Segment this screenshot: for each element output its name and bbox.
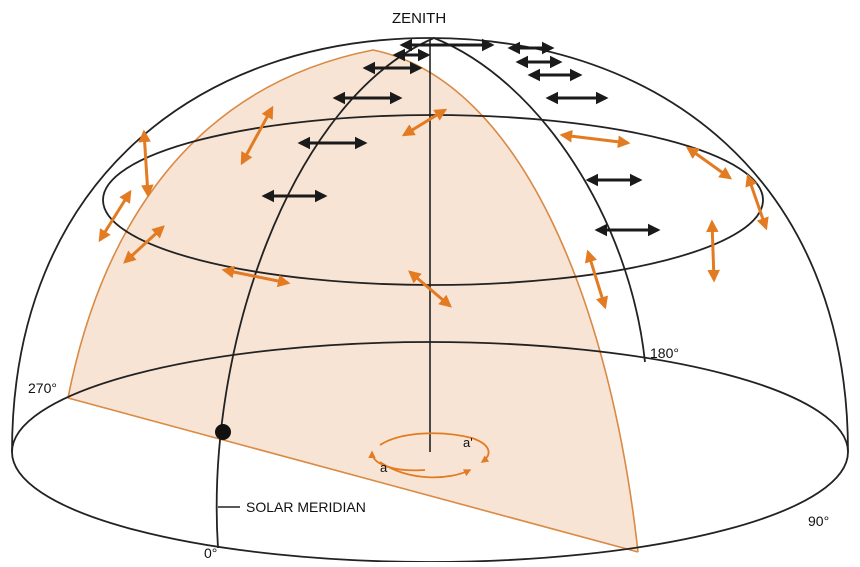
angle-arc-a-lower xyxy=(379,461,472,479)
orange-arrow xyxy=(98,189,132,243)
angle-arc-a-prime xyxy=(379,432,473,446)
orange-arrow xyxy=(401,108,448,137)
orange-arrow xyxy=(745,173,769,231)
orange-arrow xyxy=(138,129,154,198)
perpendicular-plane xyxy=(68,50,638,552)
angle-a-label: a xyxy=(380,460,388,475)
zenith-label: ZENITH xyxy=(392,10,446,27)
solar-meridian-label: SOLAR MERIDIAN xyxy=(246,499,366,515)
angle-arc-a-prime-right xyxy=(471,437,490,463)
dome-outline xyxy=(11,37,849,453)
degree-180-label: 180° xyxy=(650,345,679,361)
degree-0-label: 0° xyxy=(204,545,217,561)
orange-polarization-arrows xyxy=(98,105,769,310)
perpendicular-plane-arc xyxy=(67,49,639,553)
orange-arrow xyxy=(240,105,274,166)
orange-arrow xyxy=(706,219,720,283)
orange-arrow xyxy=(123,225,165,264)
degree-90-label: 90° xyxy=(808,513,829,529)
orange-arrow xyxy=(685,146,733,180)
orange-arrow xyxy=(584,249,609,310)
orange-arrow xyxy=(221,265,291,288)
black-polarization-arrows xyxy=(261,38,661,237)
angle-a-prime-label: a' xyxy=(463,435,473,450)
orange-arrow xyxy=(559,129,631,149)
perpendicular-plane-base xyxy=(67,397,639,553)
orange-arrow xyxy=(408,270,452,308)
degree-270-label: 270° xyxy=(28,380,57,396)
sun-point xyxy=(215,424,231,440)
